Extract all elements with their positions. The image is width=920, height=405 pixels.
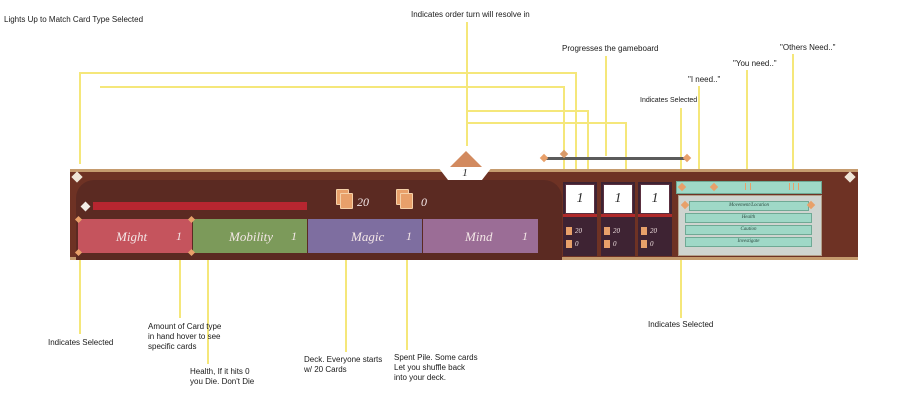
- need-header[interactable]: Movement/Location: [689, 201, 809, 211]
- needs-panel: Movement/Location Health Caution Investi…: [678, 195, 822, 256]
- leader-progress-v: [605, 56, 607, 156]
- deck-icon[interactable]: [340, 193, 353, 209]
- leader-order-v3: [625, 122, 627, 184]
- need-row-health[interactable]: Health: [685, 213, 812, 223]
- leader-order-h2: [466, 122, 626, 124]
- card-type-magic-label: Magic: [351, 229, 385, 244]
- player-slot-1[interactable]: 1 20 0: [563, 182, 597, 256]
- spent-count: 0: [421, 195, 427, 209]
- card-type-magic-count: 1: [406, 229, 412, 243]
- progress-start-marker: [539, 153, 549, 163]
- player-slot-2-deck-icon: [604, 227, 610, 235]
- card-type-mobility-label: Mobility: [229, 229, 274, 244]
- leader-selected-left-v: [79, 252, 81, 334]
- player-slot-1-deck: 20: [575, 227, 582, 235]
- leader-selected-top-v: [680, 108, 682, 204]
- note-selected-top: Indicates Selected: [640, 97, 698, 104]
- player-slot-2-deck: 20: [613, 227, 620, 235]
- note-health: Health, If it hits 0 you Die. Don't Die: [190, 367, 255, 386]
- leader-youneed-v: [746, 70, 748, 180]
- leader-order-h: [466, 110, 588, 112]
- leader-amount-v: [179, 240, 181, 318]
- player-slot-1-deck-icon: [566, 227, 572, 235]
- leader-othersneed-v: [792, 54, 794, 180]
- note-progresses: Progresses the gameboard: [562, 44, 659, 53]
- card-type-might[interactable]: Might 1: [78, 219, 192, 253]
- player-slot-2-spent: 0: [613, 240, 617, 248]
- health-bar-fill: [93, 202, 307, 210]
- player-slot-3-deck: 20: [650, 227, 657, 235]
- need-tick-others-mid: [793, 183, 794, 190]
- need-row-investigate[interactable]: Investigate: [685, 237, 812, 247]
- player-slot-3-deck-icon: [641, 227, 647, 235]
- turn-indicator-box: [438, 167, 492, 181]
- leader-deck-v: [345, 210, 347, 352]
- player-slot-3[interactable]: 1 20 0: [638, 182, 672, 256]
- player-slot-1-spent-icon: [566, 240, 572, 248]
- note-lights-up: Lights Up to Match Card Type Selected: [4, 15, 144, 24]
- player-slot-2-turn: 1: [603, 184, 633, 214]
- card-type-magic[interactable]: Magic 1: [308, 219, 422, 253]
- need-row-caution[interactable]: Caution: [685, 225, 812, 235]
- player-slot-3-spent-icon: [641, 240, 647, 248]
- progress-track: [545, 157, 687, 160]
- note-you-need: "You need..": [733, 59, 777, 68]
- card-type-mobility[interactable]: Mobility 1: [193, 219, 307, 253]
- leader-order-v2: [587, 110, 589, 184]
- note-deck: Deck. Everyone starts w/ 20 Cards: [304, 355, 383, 374]
- note-amount: Amount of Card type in hand hover to see…: [148, 322, 222, 351]
- card-type-mind-label: Mind: [465, 229, 493, 244]
- player-slot-3-spent: 0: [650, 240, 654, 248]
- spent-icon[interactable]: [400, 193, 413, 209]
- progress-end-marker: [682, 153, 692, 163]
- card-type-might-label: Might: [116, 229, 148, 244]
- player-slot-1-spent: 0: [575, 240, 579, 248]
- leader-health-v: [207, 212, 209, 364]
- note-selected-right: Indicates Selected: [648, 320, 714, 329]
- player-slot-1-turn: 1: [565, 184, 595, 214]
- player-slot-3-health: [638, 214, 672, 217]
- note-spent: Spent Pile. Some cards Let you shuffle b…: [394, 353, 478, 382]
- note-order-turn: Indicates order turn will resolve in: [411, 10, 530, 19]
- turn-indicator-arrow: [449, 151, 483, 168]
- card-type-mind[interactable]: Mind 1: [423, 219, 538, 253]
- note-others-need: "Others Need..": [780, 43, 836, 52]
- leader-selected-right-v: [680, 256, 682, 318]
- player-slot-2-spent-icon: [604, 240, 610, 248]
- leader-lights-h2: [100, 86, 564, 88]
- leader-lights-h: [80, 72, 576, 74]
- card-type-mind-count: 1: [522, 229, 528, 243]
- leader-order-v: [466, 22, 468, 146]
- leader-lights-v3: [563, 86, 565, 184]
- turn-indicator-value: 1: [462, 167, 468, 179]
- card-type-mobility-count: 1: [291, 229, 297, 243]
- deck-count: 20: [357, 195, 369, 209]
- leader-ineed-v: [698, 86, 700, 180]
- leader-spent-v: [406, 212, 408, 350]
- player-slot-1-health: [563, 214, 597, 217]
- player-slot-3-turn: 1: [640, 184, 670, 214]
- player-slot-2[interactable]: 1 20 0: [601, 182, 635, 256]
- note-selected-left: Indicates Selected: [48, 338, 114, 347]
- note-i-need: "I need..": [688, 75, 721, 84]
- need-tick-you: [745, 183, 751, 190]
- player-slot-2-health: [601, 214, 635, 217]
- need-tick-others: [789, 183, 799, 190]
- card-type-might-count: 1: [176, 229, 182, 243]
- leader-lights-v2: [575, 72, 577, 184]
- leader-lights-v1: [79, 72, 81, 164]
